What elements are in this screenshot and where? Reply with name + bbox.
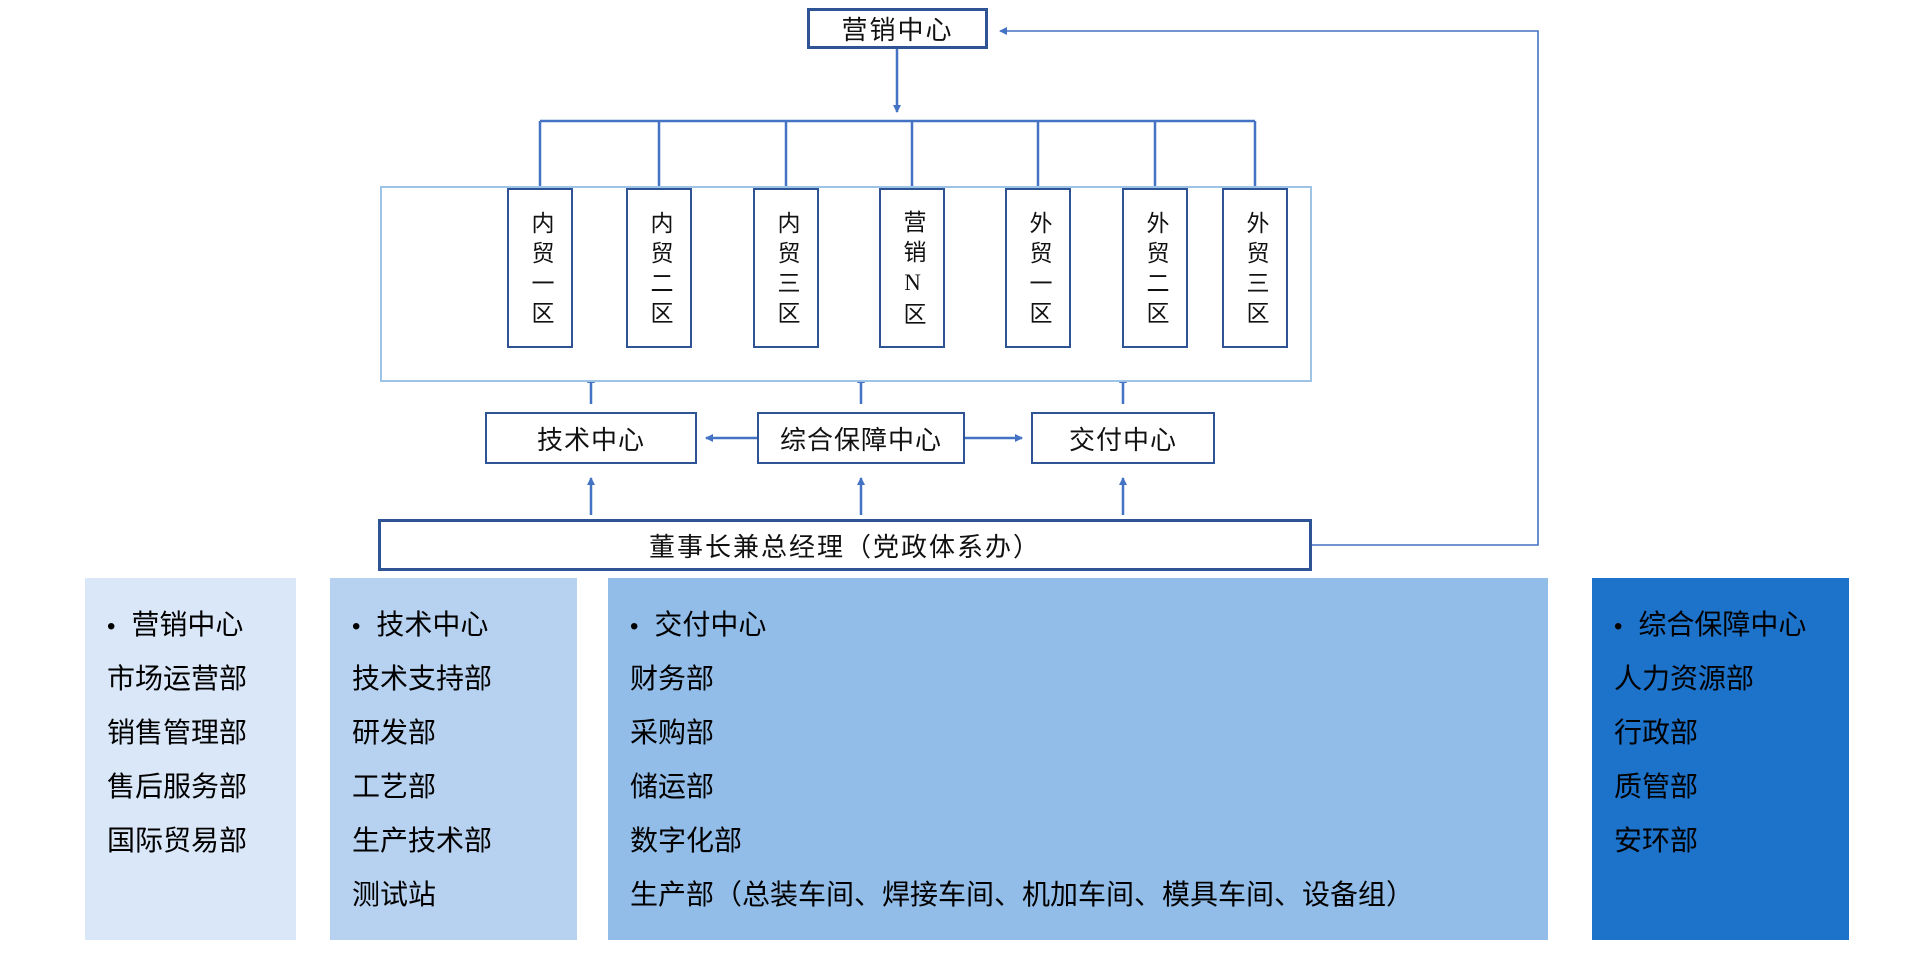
legend-item: 生产部（总装车间、焊接车间、机加车间、模具车间、设备组） (630, 879, 1415, 910)
legend-item: 采购部 (630, 717, 715, 748)
legend-item: 工艺部 (352, 771, 437, 802)
legend-header: • 营销中心 (107, 598, 286, 652)
bullet-icon: • (1614, 613, 1623, 640)
legend-header: • 交付中心 (630, 598, 1538, 652)
legend-header-label: 营销中心 (131, 609, 244, 640)
legend-item: 质管部 (1614, 771, 1699, 802)
legend-header: • 技术中心 (352, 598, 567, 652)
technology-center-box: 技术中心 (485, 412, 697, 464)
legend-header-label: 技术中心 (376, 609, 489, 640)
zone-branch-lines (538, 119, 1257, 186)
zone-box-foreign-1: 外贸一区 (1005, 188, 1071, 348)
legend-item: 市场运营部 (107, 663, 248, 694)
support-center-box: 综合保障中心 (757, 412, 965, 464)
zone-box-marketing-n: 营销N区 (879, 188, 945, 348)
legend-item: 行政部 (1614, 717, 1699, 748)
legend-item: 技术支持部 (352, 663, 493, 694)
legend-item: 安环部 (1614, 825, 1699, 856)
legend-column-delivery: • 交付中心 财务部 采购部 储运部 数字化部 生产部（总装车间、焊接车间、机加车… (608, 578, 1548, 940)
chairman-up-arrows (587, 477, 1127, 515)
legend-column-technology: • 技术中心 技术支持部 研发部 工艺部 生产技术部 测试站 (330, 578, 577, 940)
zone-box-domestic-1: 内贸一区 (507, 188, 573, 348)
legend-item: 储运部 (630, 771, 715, 802)
legend-item: 国际贸易部 (107, 825, 248, 856)
marketing-center-box: 营销中心 (807, 8, 988, 49)
bullet-icon: • (630, 613, 639, 640)
legend-header: • 综合保障中心 (1614, 598, 1839, 652)
legend-item: 销售管理部 (107, 717, 248, 748)
legend-item: 财务部 (630, 663, 715, 694)
bullet-icon: • (352, 613, 361, 640)
bullet-icon: • (107, 613, 116, 640)
legend-column-support: • 综合保障中心 人力资源部 行政部 质管部 安环部 (1592, 578, 1849, 940)
delivery-center-box: 交付中心 (1031, 412, 1215, 464)
zone-box-domestic-3: 内贸三区 (753, 188, 819, 348)
legend-header-label: 综合保障中心 (1638, 609, 1807, 640)
zone-box-domestic-2: 内贸二区 (626, 188, 692, 348)
legend-column-marketing: • 营销中心 市场运营部 销售管理部 售后服务部 国际贸易部 (85, 578, 296, 940)
legend-item: 售后服务部 (107, 771, 248, 802)
legend-item: 人力资源部 (1614, 663, 1755, 694)
legend-item: 数字化部 (630, 825, 743, 856)
legend-item: 测试站 (352, 879, 437, 910)
zone-box-foreign-3: 外贸三区 (1222, 188, 1288, 348)
legend-item: 研发部 (352, 717, 437, 748)
chairman-gm-box: 董事长兼总经理（党政体系办） (378, 519, 1312, 571)
zone-box-foreign-2: 外贸二区 (1122, 188, 1188, 348)
legend-item: 生产技术部 (352, 825, 493, 856)
legend-header-label: 交付中心 (654, 609, 767, 640)
